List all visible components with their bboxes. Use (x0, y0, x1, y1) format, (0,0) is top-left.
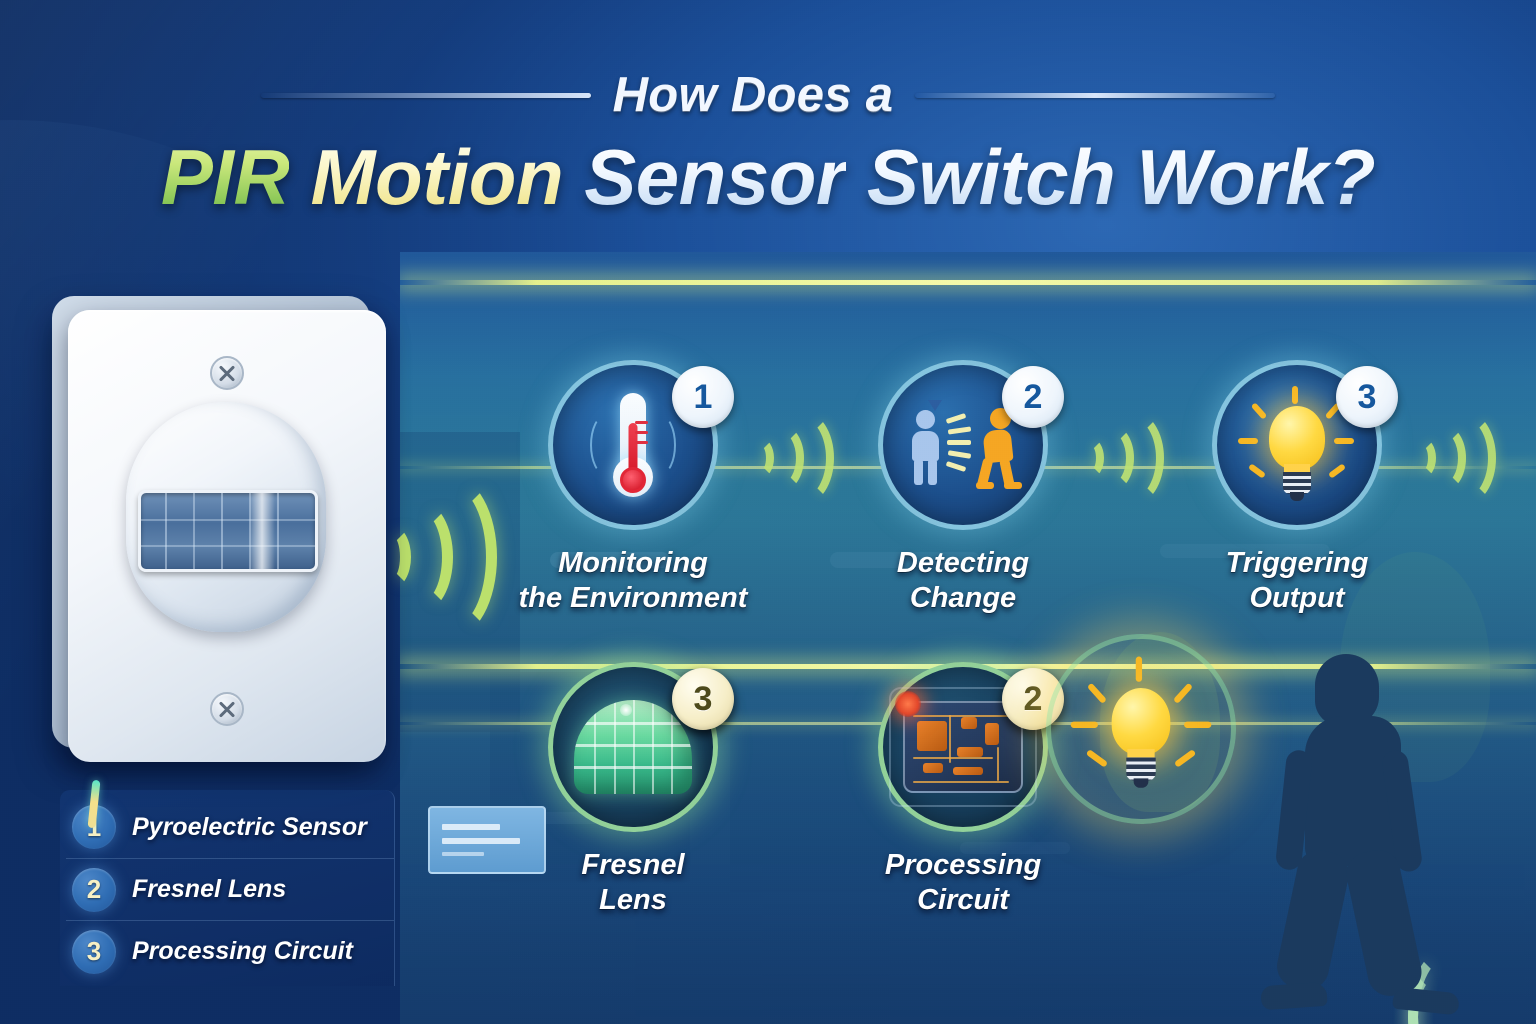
title-word-pir: PIR (160, 133, 290, 221)
legend-panel: 1 Pyroelectric Sensor 2 Fresnel Lens 3 P… (60, 779, 395, 986)
legend-item-2[interactable]: 2 Fresnel Lens (66, 858, 394, 920)
step-label-3: Triggering Output (1147, 546, 1447, 617)
component-label-circuit-line2: Circuit (917, 884, 1009, 917)
title-rule-left (260, 92, 591, 98)
step-label-1-line1: Monitoring (558, 547, 708, 579)
step-label-3-line1: Triggering (1225, 547, 1369, 579)
title-line-1: How Does a (612, 68, 894, 122)
thermometer-icon (548, 360, 718, 530)
circuit-board-icon (878, 662, 1048, 832)
title-word-switch: Switch (866, 133, 1116, 221)
step-label-1-line2: the Environment (518, 582, 748, 615)
component-label-fresnel-line2: Lens (599, 884, 667, 917)
step-label-3-line2: Output (1249, 582, 1345, 615)
title-word-motion: Motion (310, 133, 564, 221)
glow-line-top (400, 280, 1536, 285)
step-node-1[interactable]: 1 Monitoring the Environment (519, 360, 747, 614)
device-faceplate (68, 310, 386, 762)
component-label-fresnel: Fresnel Lens (483, 848, 783, 919)
title-line-2: PIR Motion Sensor Switch Work? (0, 132, 1536, 223)
step-label-2-line2: Change (909, 582, 1017, 615)
walking-person-silhouette (1253, 654, 1468, 1024)
legend-number-3: 3 (72, 929, 116, 974)
title-block: How Does a PIR Motion Sensor Switch Work… (0, 62, 1536, 223)
step-badge-2: 2 (1002, 366, 1064, 428)
people-motion-icon (878, 360, 1048, 530)
step-node-2[interactable]: 2 Detecting Change (878, 360, 1064, 614)
step-label-2: Detecting Change (813, 546, 1113, 617)
component-node-fresnel-lens[interactable]: 3 Fresnel Lens (548, 662, 734, 916)
legend-item-1[interactable]: 1 Pyroelectric Sensor (66, 779, 394, 858)
lightbulb-icon (1212, 360, 1382, 530)
scene-monitor (428, 806, 546, 874)
signal-waves-3-out (1410, 404, 1500, 512)
step-node-3[interactable]: 3 Triggering Output (1212, 360, 1398, 614)
screw-bottom-icon (210, 692, 244, 726)
legend-number-2: 2 (72, 867, 116, 912)
device-lens-window (138, 490, 318, 572)
component-node-processing-circuit[interactable]: 2 Processing Circuit (878, 662, 1064, 916)
component-label-fresnel-line1: Fresnel (581, 849, 685, 881)
legend-label-3: Processing Circuit (132, 937, 353, 965)
step-badge-3: 3 (1336, 366, 1398, 428)
screw-top-icon (210, 356, 244, 390)
legend-label-2: Fresnel Lens (132, 875, 287, 903)
title-word-work: Work? (1136, 133, 1376, 221)
component-label-circuit: Processing Circuit (813, 848, 1113, 919)
signal-waves-2-3 (1078, 404, 1168, 512)
scene-panel: 1 Monitoring the Environment (400, 252, 1536, 1024)
step-label-1: Monitoring the Environment (483, 546, 783, 617)
title-word-sensor: Sensor (584, 133, 846, 221)
title-rule-right (915, 92, 1276, 98)
device-emission-waves (375, 462, 505, 652)
legend-label-1: Pyroelectric Sensor (132, 812, 367, 841)
signal-waves-1-2 (748, 404, 838, 512)
legend-item-3[interactable]: 3 Processing Circuit (66, 920, 394, 982)
component-badge-fresnel: 3 (672, 668, 734, 730)
step-label-2-line1: Detecting (896, 547, 1030, 579)
step-badge-1: 1 (672, 366, 734, 428)
fresnel-dome-icon (548, 662, 718, 832)
title-line-1-row: How Does a (0, 62, 1536, 128)
pir-sensor-device[interactable] (52, 296, 392, 766)
component-label-circuit-line1: Processing (884, 849, 1042, 881)
scene-glowing-lightbulb (1046, 634, 1236, 824)
